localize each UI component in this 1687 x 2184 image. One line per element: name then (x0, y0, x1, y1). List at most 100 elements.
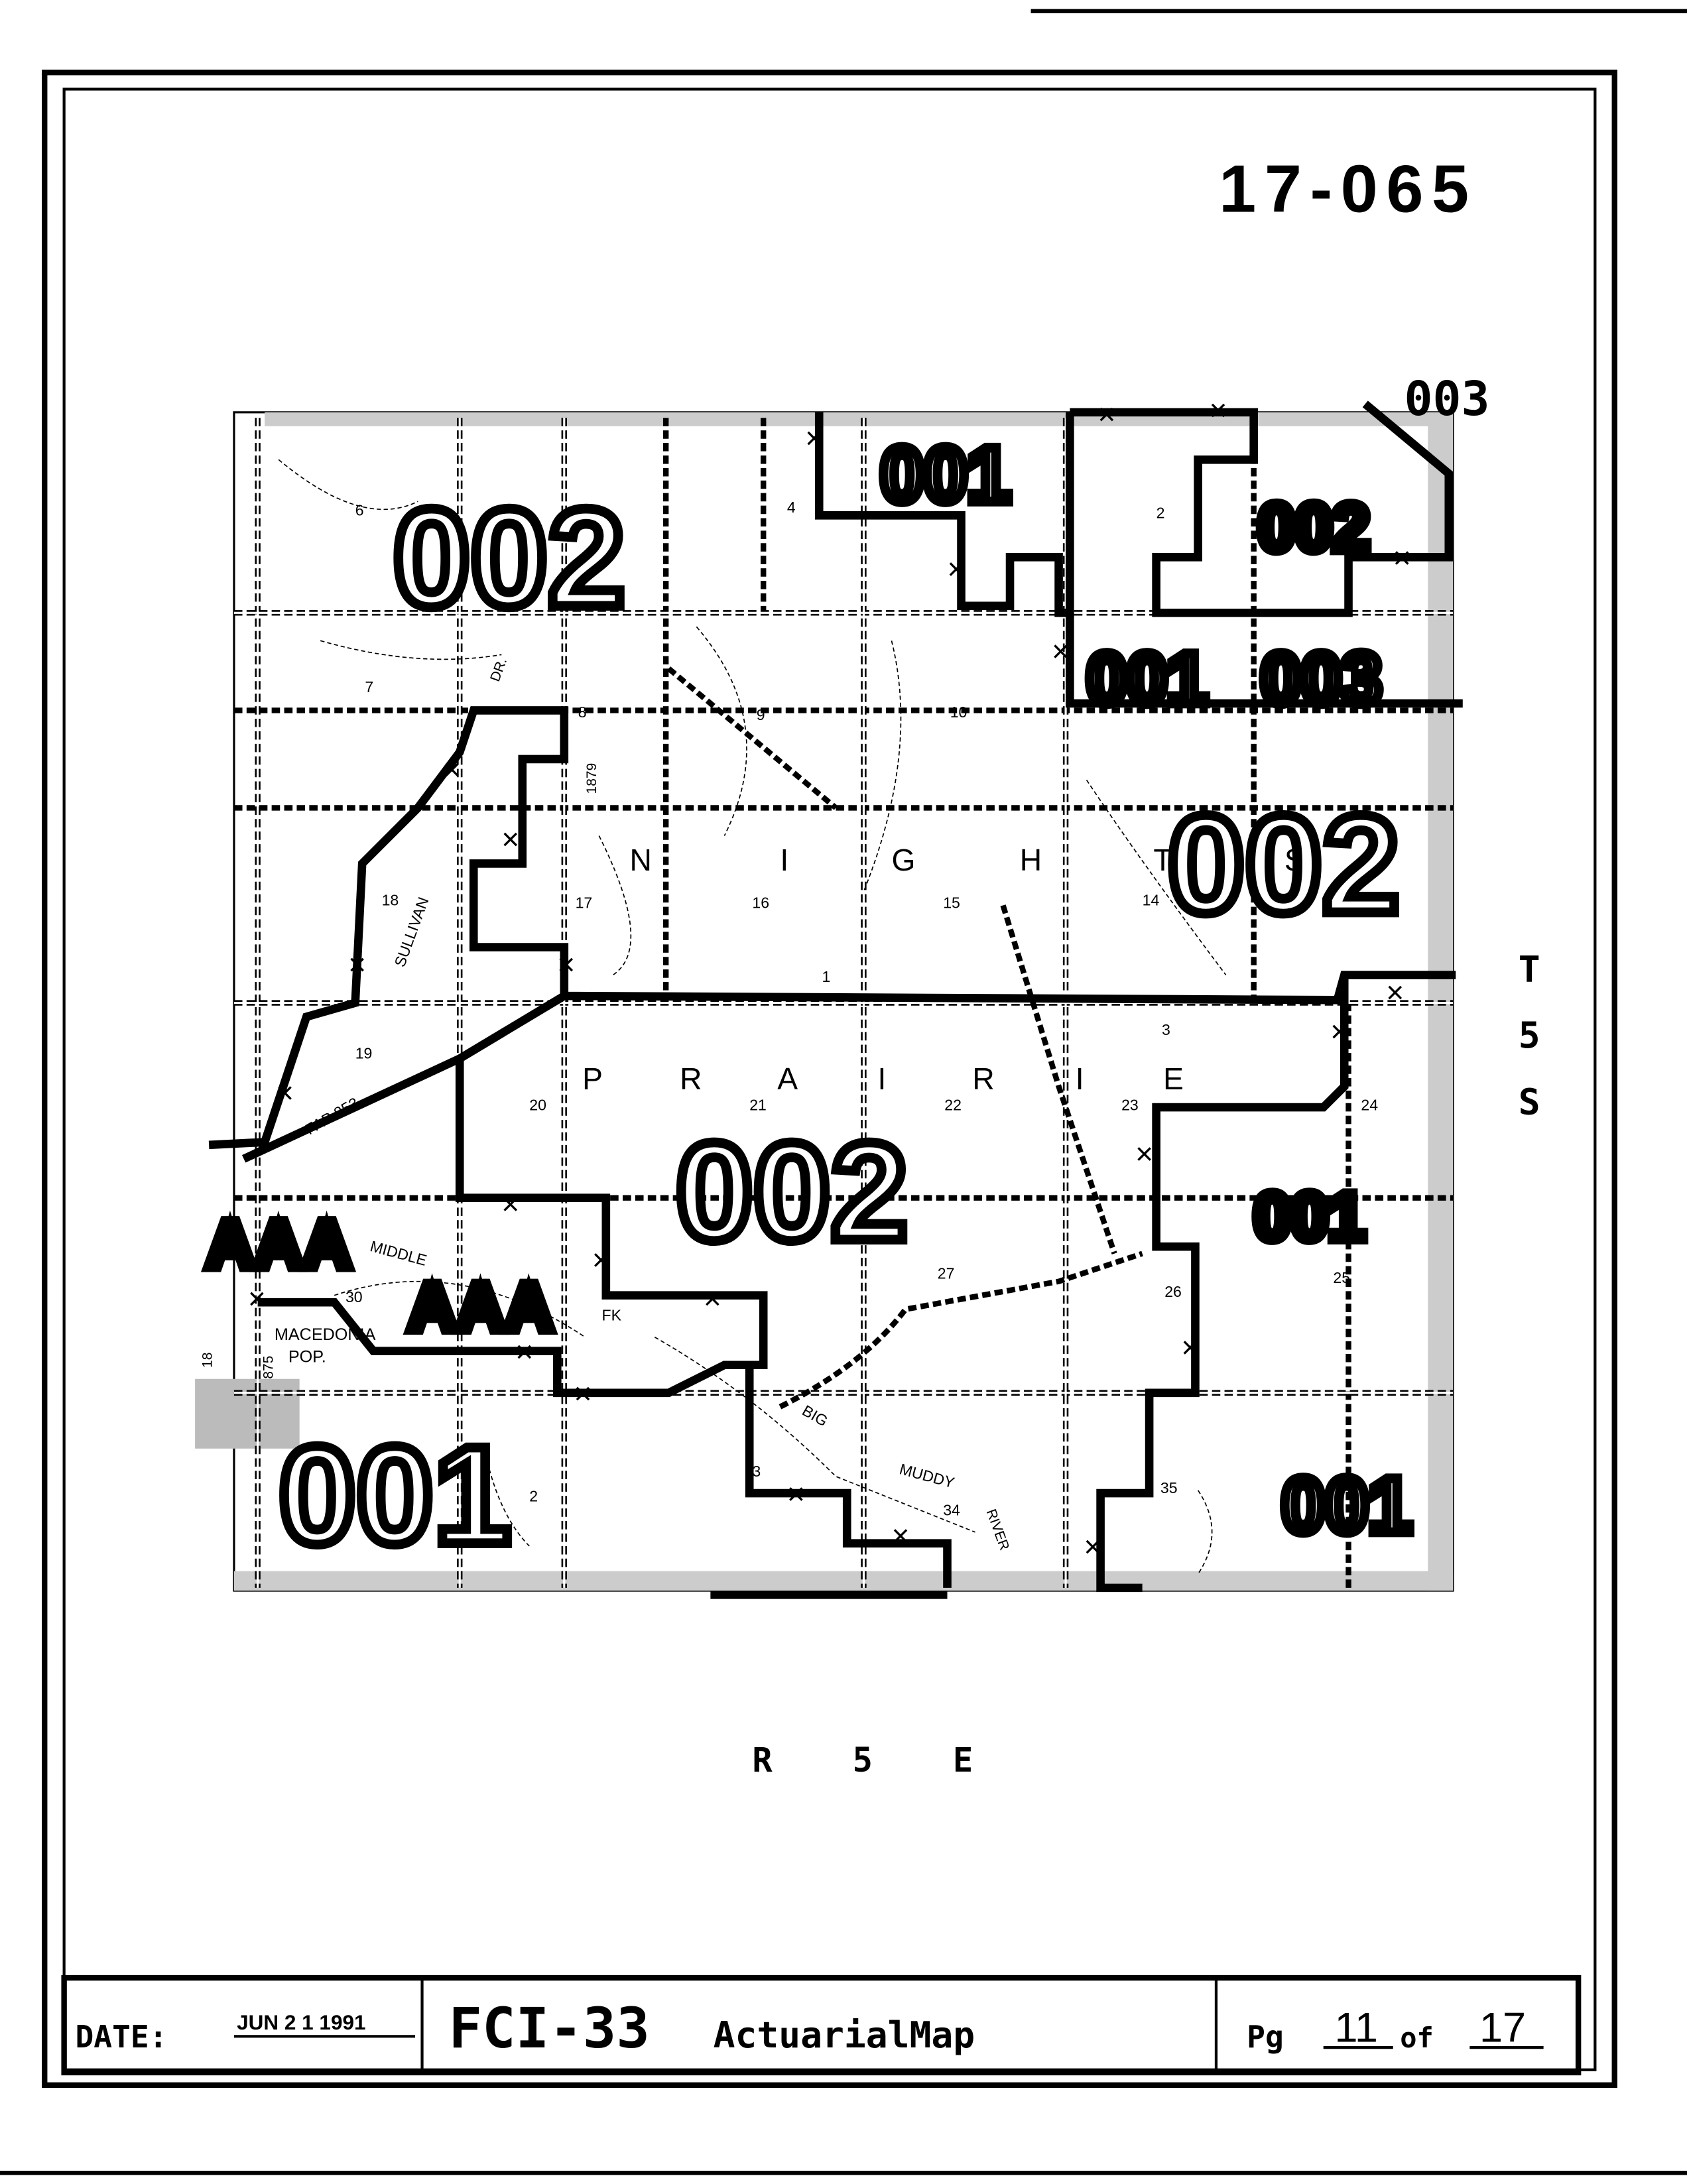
range-label: R 5 E (752, 1740, 973, 1780)
svg-text:14: 14 (1143, 892, 1160, 909)
svg-text:G: G (891, 843, 915, 877)
svg-text:30: 30 (345, 1288, 363, 1305)
svg-text:POP.: POP. (288, 1348, 326, 1366)
svg-text:×: × (1386, 975, 1404, 1010)
svg-text:×: × (948, 552, 966, 586)
zone-label: 001 (881, 431, 1011, 518)
svg-text:22: 22 (944, 1096, 962, 1113)
svg-text:×: × (704, 1282, 721, 1316)
svg-text:24: 24 (1361, 1096, 1378, 1113)
svg-text:I: I (780, 843, 788, 877)
svg-text:S: S (1519, 1081, 1540, 1123)
zone-label: 002 (1258, 491, 1369, 565)
svg-text:16: 16 (752, 894, 769, 912)
svg-text:×: × (1084, 1530, 1101, 1564)
zone-label: 002 (676, 1114, 908, 1270)
zone-label: 001 (1254, 1180, 1365, 1254)
svg-text:×: × (1330, 1014, 1348, 1048)
svg-text:1: 1 (822, 968, 830, 985)
svg-text:27: 27 (938, 1264, 955, 1282)
outer-border (42, 70, 1617, 2089)
svg-text:×: × (1097, 397, 1115, 432)
svg-text:R: R (972, 1062, 994, 1096)
svg-text:I: I (1076, 1062, 1084, 1096)
svg-text:13: 13 (1332, 886, 1349, 903)
zone-label: 002 (393, 480, 625, 636)
svg-text:2: 2 (1156, 504, 1165, 521)
svg-text:N: N (630, 843, 652, 877)
zone-label: 002 (1167, 786, 1399, 942)
svg-text:×: × (592, 1243, 610, 1277)
title-block: DATE: JUN 2 1 1991 FCI-33 ActuarialMap P… (61, 1974, 1582, 2076)
section-numbers: 6 4 2 7 8 9 10 18 17 16 15 14 13 19 20 2… (345, 499, 1378, 1519)
page-number: 11 (1335, 2005, 1378, 2051)
svg-text:10: 10 (950, 703, 968, 721)
svg-text:E: E (1163, 1062, 1184, 1096)
svg-text:R: R (680, 1062, 702, 1096)
page-label: Pg (1247, 2019, 1284, 2055)
prairie-name: P R A I R I E (582, 1062, 1184, 1096)
svg-text:1879: 1879 (584, 763, 599, 794)
svg-text:×: × (805, 420, 823, 455)
svg-text:875: 875 (261, 1356, 277, 1379)
svg-text:×: × (515, 1335, 533, 1369)
svg-text:×: × (574, 1376, 592, 1411)
svg-text:4: 4 (787, 499, 796, 516)
svg-text:20: 20 (529, 1096, 546, 1113)
map-id: 17-065 (1219, 152, 1477, 226)
zone-labels: 002 001 002 003 001 003 002 002 001 AAA … (202, 371, 1490, 1578)
svg-text:×: × (443, 752, 461, 786)
svg-text:21: 21 (749, 1096, 767, 1113)
svg-text:34: 34 (943, 1502, 960, 1519)
svg-text:×: × (501, 821, 519, 856)
svg-text:×: × (1393, 540, 1411, 575)
zone-label: AAA (206, 1208, 351, 1282)
of-label: of (1400, 2022, 1434, 2054)
zone-label: 001 (279, 1418, 511, 1573)
svg-text:7: 7 (365, 678, 373, 696)
date-value: JUN 2 1 1991 (237, 2010, 365, 2034)
svg-text:×: × (501, 1187, 519, 1221)
form-code: FCI-33 (448, 1996, 649, 2061)
svg-text:3: 3 (1162, 1021, 1170, 1038)
svg-text:3: 3 (752, 1463, 761, 1480)
svg-text:H: H (1020, 843, 1042, 877)
svg-text:23: 23 (1121, 1096, 1139, 1113)
zone-label: 003 (1405, 371, 1490, 426)
svg-text:T: T (1153, 843, 1172, 877)
svg-text:S: S (1284, 843, 1305, 877)
page-total: 17 (1479, 2005, 1526, 2051)
svg-text:17: 17 (576, 894, 593, 912)
svg-text:26: 26 (1164, 1283, 1182, 1300)
zone-label: 001 (1282, 1462, 1412, 1549)
svg-text:P: P (582, 1062, 603, 1096)
svg-text:18: 18 (382, 892, 399, 909)
date-label: DATE: (75, 2019, 167, 2055)
map: 6 4 2 7 8 9 10 18 17 16 15 14 13 19 20 2… (195, 371, 1490, 1599)
svg-text:×: × (1181, 1330, 1199, 1365)
svg-text:2: 2 (529, 1488, 538, 1505)
form-title: ActuarialMap (714, 2014, 975, 2056)
township-label: T 5 S (1519, 948, 1540, 1123)
svg-text:×: × (891, 1518, 909, 1553)
svg-text:×: × (1052, 634, 1070, 668)
svg-text:R: R (752, 1740, 773, 1780)
svg-text:5: 5 (853, 1740, 873, 1780)
svg-text:×: × (1135, 1136, 1153, 1171)
section-grid (233, 418, 1454, 1588)
svg-text:×: × (787, 1477, 805, 1511)
svg-text:×: × (348, 947, 366, 982)
svg-text:×: × (276, 1075, 294, 1110)
svg-text:1: 1 (362, 1488, 371, 1505)
svg-text:19: 19 (355, 1045, 373, 1062)
svg-text:T: T (1519, 948, 1540, 991)
zone-label: 001 (1087, 638, 1208, 719)
svg-text:6: 6 (355, 501, 364, 518)
svg-text:18: 18 (200, 1353, 215, 1368)
zone-label: 003 (1261, 638, 1381, 719)
svg-text:×: × (248, 1282, 266, 1316)
svg-text:×: × (557, 947, 575, 982)
svg-text:A: A (777, 1062, 798, 1096)
svg-text:8: 8 (578, 703, 587, 721)
